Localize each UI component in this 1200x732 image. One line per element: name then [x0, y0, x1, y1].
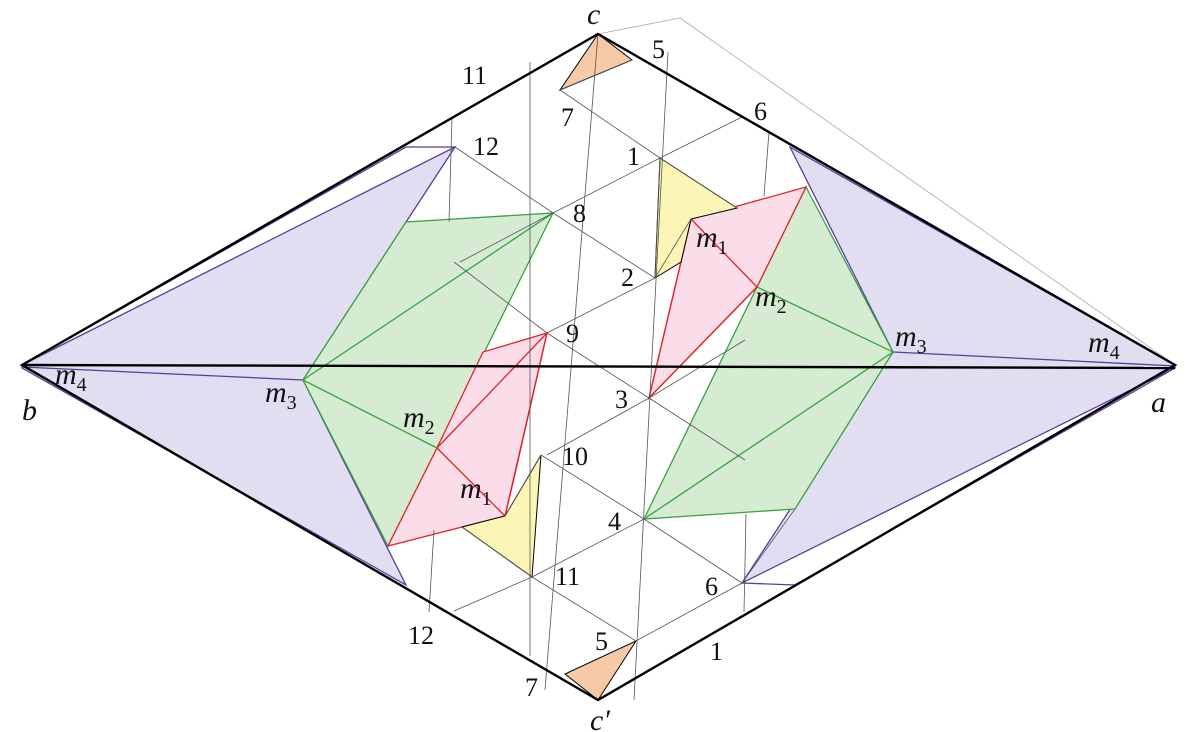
number-1-bottom: 1 — [710, 637, 723, 666]
vertex-label-c-prime: c′ — [590, 704, 610, 732]
red-line-r1 — [690, 218, 758, 288]
m2-label-right: m2 — [755, 280, 787, 318]
green-region-right — [642, 185, 894, 520]
number-6-inner: 6 — [705, 572, 718, 601]
green-line-right-a — [643, 351, 894, 520]
red-fold-lines — [436, 218, 758, 517]
green-region-left — [302, 212, 555, 548]
vertex-label-c: c — [587, 0, 600, 31]
green-line-left-a — [302, 212, 554, 381]
faint-guide-lines — [597, 17, 1176, 366]
m3-label-left: m3 — [265, 376, 297, 414]
vertex-label-b: b — [22, 394, 37, 427]
number-5-top: 5 — [652, 35, 665, 64]
red-line-l1 — [436, 332, 548, 449]
purple-line-right-m4 — [892, 351, 1176, 367]
number-8: 8 — [573, 199, 586, 228]
pink-regions — [386, 185, 808, 547]
m4-label-right: m4 — [1088, 326, 1120, 364]
number-1-inner: 1 — [627, 142, 640, 171]
horizontal-diagonal — [21, 363, 1176, 370]
m2-label-left: m2 — [403, 401, 435, 439]
red-line-l3 — [504, 332, 548, 517]
vertex-label-a: a — [1151, 386, 1166, 419]
m3-label-right: m3 — [895, 320, 927, 358]
rhombus-border — [19, 32, 1178, 702]
number-7-top: 7 — [561, 103, 574, 132]
purple-line-left-m4 — [21, 366, 304, 381]
green-fold-lines — [302, 212, 894, 520]
green-line-right-b — [756, 286, 894, 353]
number-11-top: 11 — [462, 61, 487, 90]
m4-label-left: m4 — [55, 358, 87, 396]
number-9: 9 — [566, 319, 579, 348]
number-10: 10 — [562, 442, 588, 471]
m1-label-left: m1 — [460, 472, 492, 510]
number-4: 4 — [608, 507, 621, 536]
number-6-top: 6 — [754, 97, 767, 126]
number-2: 2 — [621, 263, 634, 292]
green-regions — [302, 185, 894, 548]
number-11-inner: 11 — [555, 562, 580, 591]
green-line-left-b — [302, 379, 438, 449]
number-7-bottom: 7 — [525, 673, 538, 702]
number-12-bottom: 12 — [408, 621, 434, 650]
m1-label-right: m1 — [696, 221, 728, 259]
orange-triangle-bottom — [564, 639, 638, 701]
number-5-bottom: 5 — [595, 627, 608, 656]
red-line-l2 — [436, 447, 506, 517]
rhombus-outline — [19, 32, 1178, 702]
number-3: 3 — [615, 385, 628, 414]
number-12-top: 12 — [473, 132, 499, 161]
red-line-r3 — [648, 286, 758, 399]
